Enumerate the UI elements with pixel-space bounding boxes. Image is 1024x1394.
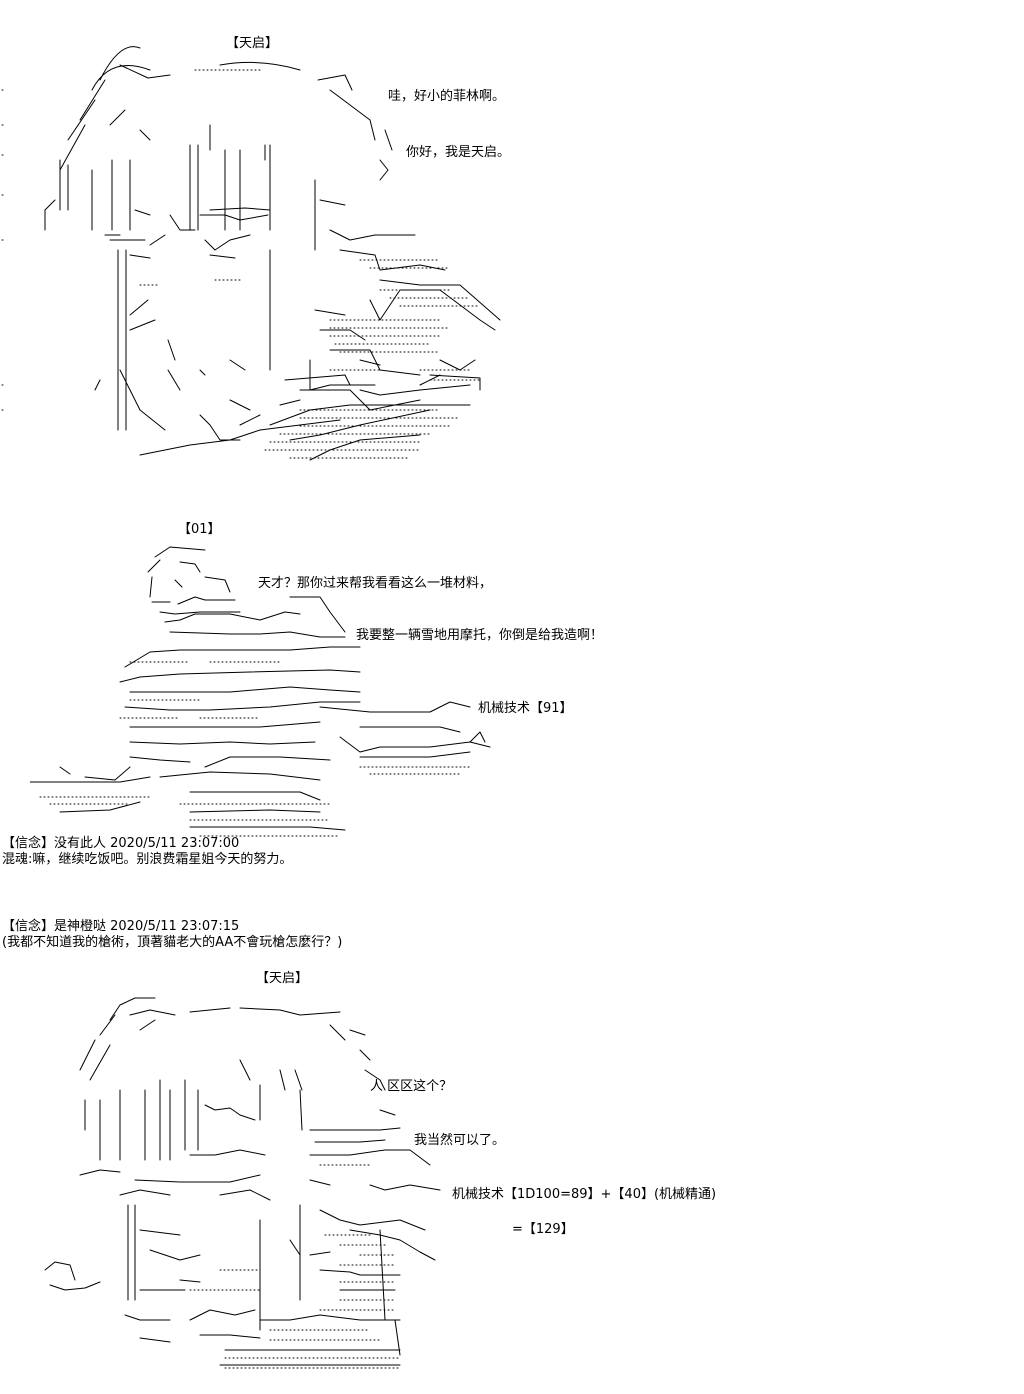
scene3-line-2: 我当然可以了。: [414, 1133, 506, 1148]
comment-2-body: (我都不知道我的槍術，頂著貓老大的AA不會玩槍怎麼行？): [2, 935, 343, 950]
comment-1-body: 混魂:嘛，继续吃饭吧。别浪费霜星姐今天的努力。: [2, 852, 293, 867]
scene2-ascii-art-figure: [30, 542, 500, 842]
scene3-result: =【129】: [512, 1222, 574, 1237]
scene1-ascii-art-figure: [0, 30, 520, 470]
scene2-line-2: 我要整一辆雪地用摩托，你倒是给我造啊！: [356, 628, 604, 643]
scene1-line-2: 你好，我是天启。: [406, 145, 511, 160]
scene2-speaker: 【01】: [178, 522, 221, 537]
scene1-line-1: 哇，好小的菲林啊。: [388, 89, 506, 104]
comment-2-header: 【信念】是神橙哒 2020/5/11 23:07:15: [2, 919, 240, 934]
scene3-ascii-art-figure: [40, 990, 460, 1370]
scene3-speaker: 【天启】: [256, 971, 309, 986]
comment-1-header: 【信念】没有此人 2020/5/11 23:07:00: [2, 836, 240, 851]
scene2-check: 机械技术【91】: [478, 701, 573, 716]
scene2-line-1: 天才？那你过来帮我看看这么一堆材料，: [258, 576, 493, 591]
scene3-line-1: 人 区区这个？: [370, 1079, 453, 1094]
scene1-speaker: 【天启】: [226, 36, 279, 51]
scene3-check: 机械技术【1D100=89】+【40】(机械精通): [452, 1187, 717, 1202]
